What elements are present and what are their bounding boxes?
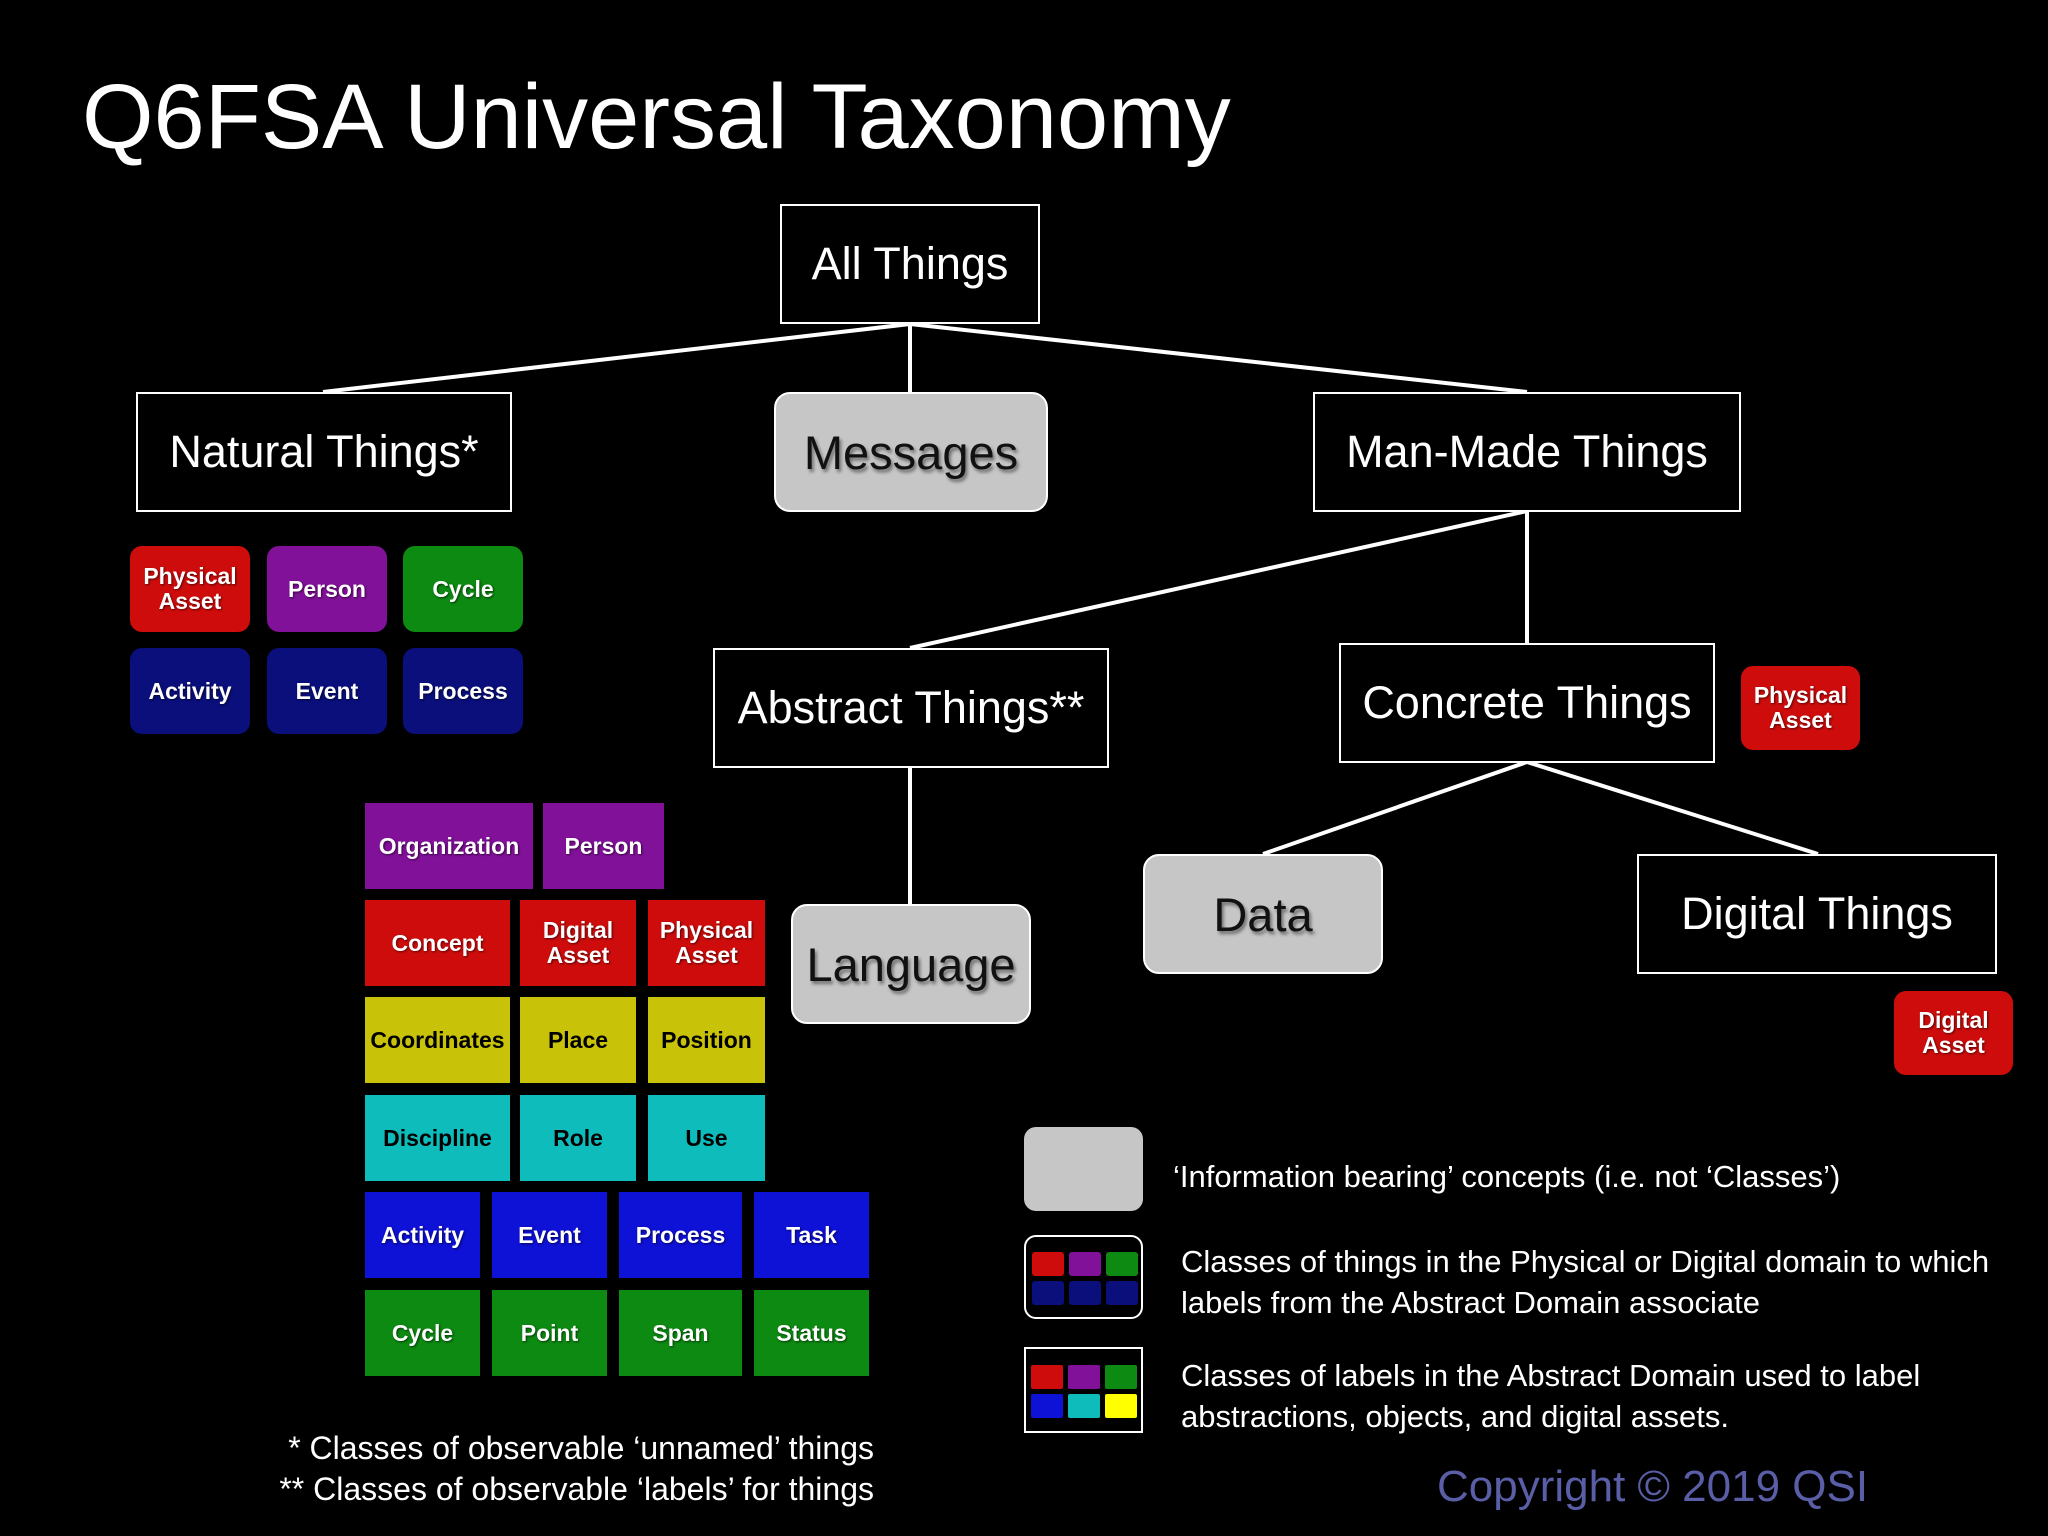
abstract-tag-place: Place [520, 997, 636, 1083]
natural-tag-physical-asset: Physical Asset [130, 546, 250, 632]
natural-tag-activity: Activity [130, 648, 250, 734]
legend-physical-digital-text: Classes of things in the Physical or Dig… [1181, 1244, 1990, 1320]
legend-abstract-labels-swatch [1024, 1347, 1143, 1433]
node-natural-things: Natural Things* [136, 392, 512, 512]
abstract-tag-activity: Activity [365, 1192, 480, 1278]
abstract-tag-process: Process [619, 1192, 742, 1278]
legend-info-swatch [1024, 1127, 1143, 1211]
abstract-tag-position: Position [648, 997, 765, 1083]
abstract-tag-role: Role [520, 1095, 636, 1181]
edge-concrete-digital [1526, 760, 1819, 856]
legend-abstract-labels-text: Classes of labels in the Abstract Domain… [1181, 1358, 1921, 1434]
edge-all-manmade [909, 322, 1528, 394]
abstract-tag-point: Point [492, 1290, 607, 1376]
natural-tag-person: Person [267, 546, 387, 632]
node-data: Data [1143, 854, 1383, 974]
node-man-made-things: Man-Made Things [1313, 392, 1741, 512]
node-digital-things: Digital Things [1637, 854, 1997, 974]
legend-info-text: ‘Information bearing’ concepts (i.e. not… [1173, 1159, 1841, 1194]
node-messages: Messages [774, 392, 1048, 512]
node-abstract-things: Abstract Things** [713, 648, 1109, 768]
concrete-tag-physical-asset: Physical Asset [1741, 666, 1860, 750]
node-concrete-things: Concrete Things [1339, 643, 1715, 763]
abstract-tag-span: Span [619, 1290, 742, 1376]
footnote-single-star: * Classes of observable ‘unnamed’ things [288, 1430, 874, 1466]
natural-tag-event: Event [267, 648, 387, 734]
abstract-tag-person: Person [543, 803, 664, 889]
abstract-tag-organization: Organization [365, 803, 533, 889]
abstract-tag-status: Status [754, 1290, 869, 1376]
abstract-tag-use: Use [648, 1095, 765, 1181]
natural-tag-process: Process [403, 648, 523, 734]
edge-manmade-abstract [909, 509, 1528, 650]
abstract-tag-physical-asset: Physical Asset [648, 900, 765, 986]
abstract-tag-digital-asset: Digital Asset [520, 900, 636, 986]
edge-concrete-data [1262, 760, 1528, 856]
digital-tag-digital-asset: Digital Asset [1894, 991, 2013, 1075]
abstract-tag-coordinates: Coordinates [365, 997, 510, 1083]
abstract-tag-cycle: Cycle [365, 1290, 480, 1376]
natural-tag-cycle: Cycle [403, 546, 523, 632]
abstract-tag-concept: Concept [365, 900, 510, 986]
abstract-tag-event: Event [492, 1192, 607, 1278]
edge-all-natural [322, 322, 911, 394]
node-language: Language [791, 904, 1031, 1024]
node-all-things: All Things [780, 204, 1040, 324]
page-title: Q6FSA Universal Taxonomy [82, 66, 1231, 168]
abstract-tag-task: Task [754, 1192, 869, 1278]
copyright-notice: Copyright © 2019 QSI [1437, 1462, 1869, 1511]
legend-physical-digital-swatch [1024, 1235, 1143, 1319]
footnote-double-star: ** Classes of observable ‘labels’ for th… [279, 1471, 874, 1507]
abstract-tag-discipline: Discipline [365, 1095, 510, 1181]
